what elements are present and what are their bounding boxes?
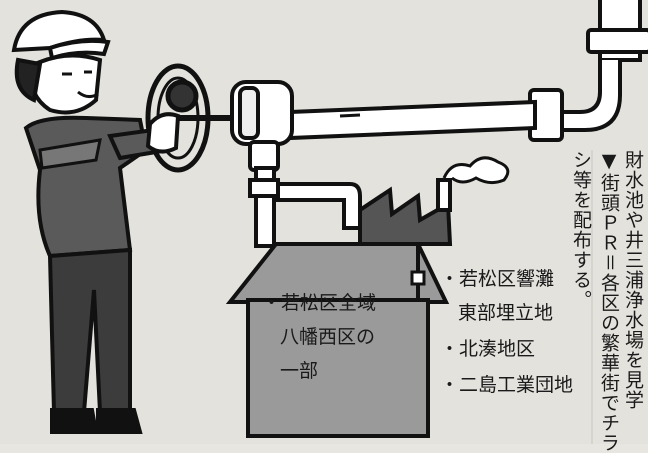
pipe-to-house bbox=[248, 166, 362, 248]
caption-column-3: シ等を配布する。 bbox=[570, 150, 592, 310]
area-label-3: ・北湊地区 bbox=[440, 338, 536, 360]
caption-column-1: 財水池や井三浦浄水場を見学 bbox=[622, 150, 644, 410]
area-label-4: ・二島工業団地 bbox=[440, 374, 574, 396]
caption-column-2: ▼街頭ＰＲ＝各区の繁華街でチラ bbox=[598, 150, 620, 453]
factory bbox=[358, 156, 510, 246]
water-pipe bbox=[288, 0, 648, 142]
house bbox=[225, 242, 450, 438]
worker bbox=[11, 9, 181, 434]
area-label-1: ・若松区響灘 bbox=[440, 268, 555, 290]
house-area-1: ・若松区全域 bbox=[262, 292, 377, 314]
house-label: ・若松区全域 八幡西区の 一部 bbox=[262, 286, 412, 388]
area-label-2: 東部埋立地 bbox=[458, 302, 554, 324]
house-area-3: 一部 bbox=[280, 360, 319, 382]
house-area-2: 八幡西区の bbox=[280, 326, 376, 348]
